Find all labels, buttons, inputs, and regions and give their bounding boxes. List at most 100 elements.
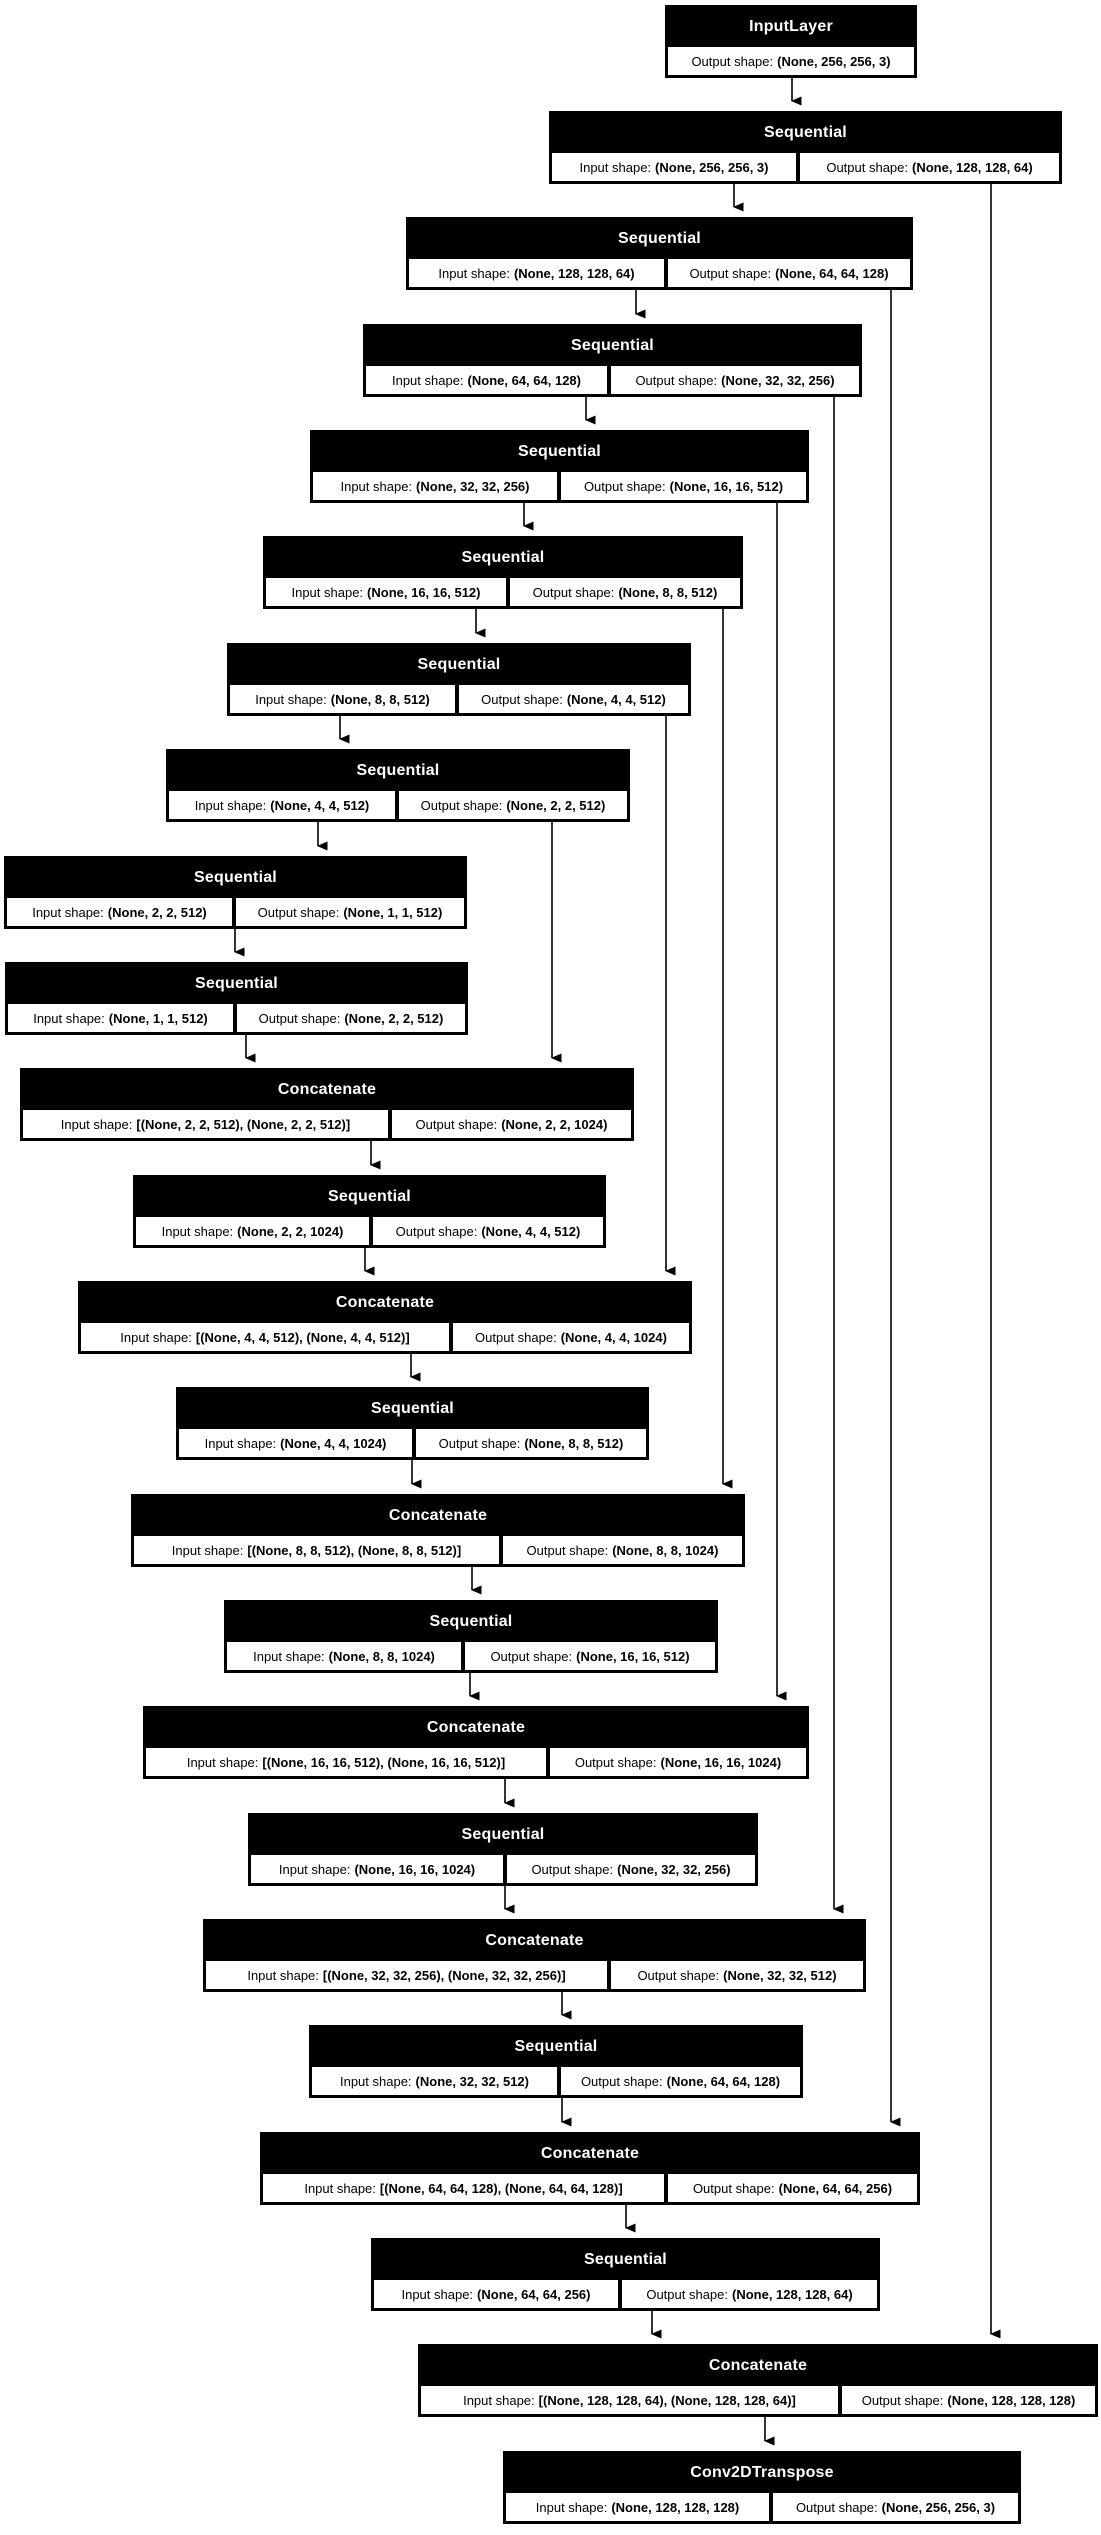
output-shape-value: (None, 32, 32, 512)	[723, 1967, 837, 1983]
output-shape-label: Output shape:	[475, 1329, 557, 1345]
input-shape-cell: Input shape:(None, 64, 64, 128)	[365, 365, 608, 395]
input-shape-value: (None, 4, 4, 1024)	[280, 1435, 387, 1451]
output-shape-cell: Output shape:(None, 1, 1, 512)	[235, 897, 465, 927]
output-shape-value: (None, 64, 64, 256)	[778, 2180, 893, 2196]
input-shape-cell: Input shape:[(None, 4, 4, 512), (None, 4…	[80, 1322, 450, 1352]
output-shape-label: Output shape:	[691, 53, 774, 69]
input-shape-value: (None, 8, 8, 512)	[330, 691, 430, 707]
input-shape-label: Input shape:	[340, 478, 413, 494]
output-shape-cell: Output shape:(None, 8, 8, 512)	[509, 577, 741, 607]
shape-row: Input shape:(None, 256, 256, 3)Output sh…	[551, 152, 1060, 182]
input-shape-cell: Input shape:(None, 128, 128, 128)	[505, 2492, 770, 2522]
input-shape-value: (None, 256, 256, 3)	[655, 159, 769, 175]
output-shape-label: Output shape:	[438, 1435, 521, 1451]
layer-type-label: Concatenate	[205, 1921, 864, 1960]
output-shape-cell: Output shape:(None, 4, 4, 1024)	[452, 1322, 690, 1352]
shape-row: Output shape:(None, 256, 256, 3)	[667, 46, 915, 76]
input-shape-cell: Input shape:(None, 32, 32, 512)	[311, 2066, 558, 2096]
output-shape-cell: Output shape:(None, 32, 32, 512)	[610, 1960, 864, 1990]
output-shape-label: Output shape:	[532, 584, 615, 600]
input-shape-label: Input shape:	[579, 159, 652, 175]
output-shape-value: (None, 2, 2, 512)	[344, 1010, 444, 1026]
layer-type-label: Conv2DTranspose	[505, 2453, 1019, 2492]
output-shape-value: (None, 2, 2, 1024)	[501, 1116, 608, 1132]
output-shape-value: (None, 8, 8, 512)	[524, 1435, 624, 1451]
output-shape-label: Output shape:	[395, 1223, 478, 1239]
layer-type-label: Sequential	[7, 964, 466, 1003]
output-shape-label: Output shape:	[531, 1861, 614, 1877]
input-shape-cell: Input shape:(None, 1, 1, 512)	[7, 1003, 234, 1033]
output-shape-value: (None, 16, 16, 1024)	[660, 1754, 782, 1770]
output-shape-label: Output shape:	[635, 372, 718, 388]
layer-type-label: Sequential	[178, 1389, 647, 1428]
layer-type-label: Concatenate	[145, 1708, 807, 1747]
input-shape-label: Input shape:	[247, 1967, 319, 1983]
output-shape-cell: Output shape:(None, 2, 2, 512)	[398, 790, 628, 820]
input-shape-label: Input shape:	[401, 2286, 474, 2302]
output-shape-cell: Output shape:(None, 8, 8, 512)	[415, 1428, 647, 1458]
shape-row: Input shape:[(None, 16, 16, 512), (None,…	[145, 1747, 807, 1777]
shape-row: Input shape:(None, 4, 4, 512)Output shap…	[168, 790, 628, 820]
shape-row: Input shape:(None, 8, 8, 1024)Output sha…	[226, 1641, 716, 1671]
output-shape-label: Output shape:	[490, 1648, 573, 1664]
input-shape-label: Input shape:	[171, 1542, 244, 1558]
input-shape-label: Input shape:	[32, 904, 104, 920]
output-shape-value: (None, 128, 128, 128)	[947, 2392, 1076, 2408]
input-shape-value: (None, 32, 32, 512)	[415, 2073, 529, 2089]
input-shape-cell: Input shape:(None, 64, 64, 256)	[373, 2279, 619, 2309]
layer-type-label: Sequential	[6, 858, 465, 897]
shape-row: Input shape:(None, 64, 64, 256)Output sh…	[373, 2279, 878, 2309]
input-shape-cell: Input shape:(None, 4, 4, 1024)	[178, 1428, 413, 1458]
input-shape-label: Input shape:	[255, 691, 327, 707]
output-shape-value: (None, 64, 64, 128)	[666, 2073, 781, 2089]
shape-row: Input shape:[(None, 128, 128, 64), (None…	[420, 2385, 1096, 2415]
input-shape-cell: Input shape:(None, 2, 2, 1024)	[135, 1216, 370, 1246]
input-shape-cell: Input shape:[(None, 32, 32, 256), (None,…	[205, 1960, 608, 1990]
output-shape-value: (None, 128, 128, 64)	[912, 159, 1033, 175]
input-shape-label: Input shape:	[291, 584, 364, 600]
input-shape-value: (None, 128, 128, 64)	[513, 265, 635, 281]
input-shape-cell: Input shape:(None, 8, 8, 512)	[229, 684, 456, 714]
layer-type-label: Sequential	[312, 432, 807, 471]
output-shape-label: Output shape:	[692, 2180, 775, 2196]
output-shape-label: Output shape:	[574, 1754, 657, 1770]
input-shape-cell: Input shape:(None, 128, 128, 64)	[408, 258, 665, 288]
shape-row: Input shape:(None, 32, 32, 256)Output sh…	[312, 471, 807, 501]
output-shape-cell: Output shape:(None, 4, 4, 512)	[372, 1216, 604, 1246]
input-shape-label: Input shape:	[304, 2180, 376, 2196]
input-shape-label: Input shape:	[60, 1116, 133, 1132]
output-shape-label: Output shape:	[257, 904, 340, 920]
shape-row: Input shape:[(None, 8, 8, 512), (None, 8…	[133, 1535, 743, 1565]
output-shape-cell: Output shape:(None, 8, 8, 1024)	[502, 1535, 743, 1565]
layer-type-label: InputLayer	[667, 7, 915, 46]
layer-type-label: Sequential	[373, 2240, 878, 2279]
input-shape-label: Input shape:	[186, 1754, 259, 1770]
input-shape-cell: Input shape:[(None, 64, 64, 128), (None,…	[262, 2173, 665, 2203]
input-shape-cell: Input shape:(None, 4, 4, 512)	[168, 790, 396, 820]
input-shape-label: Input shape:	[253, 1648, 325, 1664]
layer-type-label: Sequential	[226, 1602, 716, 1641]
input-shape-label: Input shape:	[339, 2073, 412, 2089]
input-shape-label: Input shape:	[161, 1223, 234, 1239]
input-shape-cell: Input shape:[(None, 16, 16, 512), (None,…	[145, 1747, 547, 1777]
output-shape-cell: Output shape:(None, 2, 2, 1024)	[391, 1109, 632, 1139]
layer-type-label: Concatenate	[80, 1283, 690, 1322]
output-shape-value: (None, 2, 2, 512)	[506, 797, 606, 813]
output-shape-value: (None, 256, 256, 3)	[881, 2499, 996, 2515]
input-shape-value: [(None, 4, 4, 512), (None, 4, 4, 512)]	[195, 1329, 410, 1345]
input-shape-cell: Input shape:[(None, 128, 128, 64), (None…	[420, 2385, 839, 2415]
output-shape-cell: Output shape:(None, 16, 16, 1024)	[549, 1747, 807, 1777]
input-shape-label: Input shape:	[33, 1010, 105, 1026]
layer-type-label: Concatenate	[262, 2134, 918, 2173]
input-shape-value: [(None, 64, 64, 128), (None, 64, 64, 128…	[379, 2180, 623, 2196]
